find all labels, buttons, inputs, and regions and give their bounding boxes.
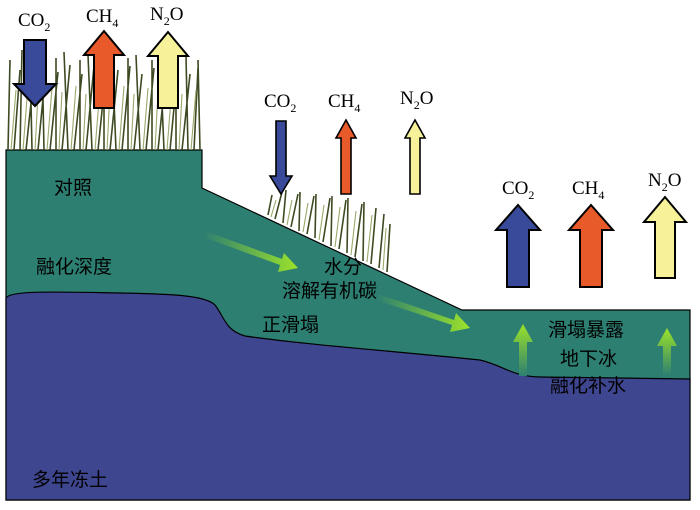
grass-slope	[267, 189, 391, 273]
n2o-label-control: N2O	[150, 4, 183, 28]
flow-arrow-up-2	[657, 328, 677, 376]
grass-slope-light	[270, 199, 387, 271]
n2o-arrow-control	[145, 30, 191, 109]
n2o-label-exposure: N2O	[648, 170, 681, 194]
n2o-arrow-exposure	[641, 195, 689, 279]
permafrost-layer	[5, 291, 691, 501]
water-label: 水分	[324, 256, 362, 278]
co2-label-control: CO2	[18, 10, 50, 34]
flow-arrow-1	[203, 231, 298, 272]
co2-label-slope: CO2	[264, 91, 296, 115]
ch4-arrow-exposure	[566, 203, 616, 288]
ch4-label-control: CH4	[86, 6, 118, 30]
doc-label: 溶解有机碳	[282, 280, 377, 302]
co2-arrow-control	[11, 39, 59, 108]
ch4-arrow-control	[81, 29, 127, 109]
co2-arrow-exposure	[493, 203, 543, 288]
n2o-arrow-slope	[403, 118, 427, 195]
ground-ice-label: 地下冰	[560, 348, 617, 370]
permafrost-label: 多年冻土	[32, 469, 108, 491]
n2o-label-slope: N2O	[400, 88, 433, 112]
ch4-arrow-slope	[334, 118, 358, 195]
co2-arrow-slope	[268, 120, 294, 196]
flow-arrow-2	[376, 294, 470, 332]
grass-control-light	[10, 84, 197, 151]
thaw-depth-label: 融化深度	[36, 256, 112, 278]
slump-label: 正滑塌	[262, 314, 319, 336]
ch4-label-slope: CH4	[328, 91, 360, 115]
flow-arrow-up-1	[513, 324, 533, 376]
exposure-label: 滑塌暴露	[548, 319, 624, 341]
co2-label-exposure: CO2	[502, 178, 534, 202]
control-label: 对照	[54, 177, 92, 199]
melt-recharge-label: 融化补水	[550, 375, 626, 397]
ch4-label-exposure: CH4	[572, 178, 604, 202]
